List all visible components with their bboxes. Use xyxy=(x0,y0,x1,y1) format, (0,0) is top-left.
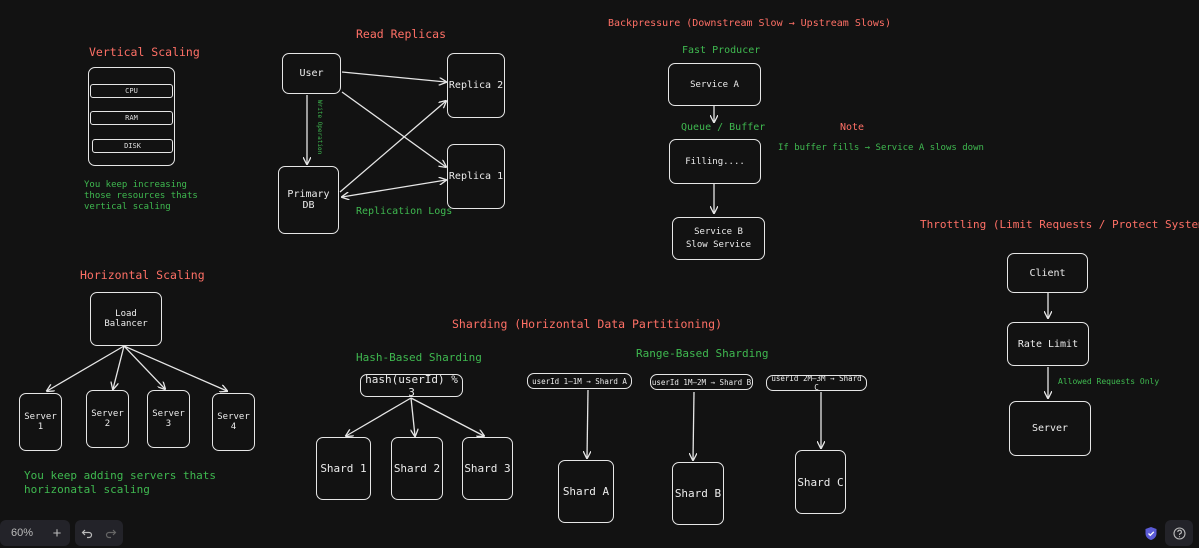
service-b-box[interactable]: Service B Slow Service xyxy=(672,217,765,260)
undo-icon xyxy=(81,529,93,539)
replica-2-box[interactable]: Replica 2 xyxy=(447,53,505,118)
hash-to-shard2-arrow xyxy=(411,397,415,436)
note-title: Note xyxy=(840,122,865,133)
shard-b-box[interactable]: Shard B xyxy=(672,462,724,525)
shard-3-box[interactable]: Shard 3 xyxy=(462,437,513,500)
queue-buffer-label: Queue / Buffer xyxy=(681,122,766,133)
hash-function-box[interactable]: hash(userId) % 3 xyxy=(360,373,463,399)
horizontal-scaling-title: Horizontal Scaling xyxy=(80,268,205,282)
backpressure-title: Backpressure (Downstream Slow → Upstream… xyxy=(608,18,891,29)
disk-block[interactable]: DISK xyxy=(92,139,173,153)
server-1-box[interactable]: Server 1 xyxy=(19,393,62,451)
help-button[interactable] xyxy=(1165,520,1193,546)
zoom-controls: 60% + xyxy=(0,520,70,546)
rangeB-to-shardB-arrow xyxy=(693,391,694,460)
lb-to-server4-arrow xyxy=(123,345,227,391)
shard-c-box[interactable]: Shard C xyxy=(795,450,846,514)
server-stack-box[interactable] xyxy=(88,67,175,166)
shard-1-box[interactable]: Shard 1 xyxy=(316,437,371,500)
history-controls xyxy=(75,520,123,546)
service-a-box[interactable]: Service A xyxy=(668,63,761,106)
redo-button[interactable] xyxy=(99,520,123,546)
throttling-title: Throttling (Limit Requests / Protect Sys… xyxy=(920,218,1199,231)
help-icon xyxy=(1172,526,1186,540)
load-balancer-box[interactable]: Load Balancer xyxy=(90,292,162,346)
hash-sharding-title: Hash-Based Sharding xyxy=(356,351,482,364)
lb-to-server3-arrow xyxy=(123,345,165,389)
shield-badge[interactable] xyxy=(1137,520,1165,546)
allowed-requests-label: Allowed Requests Only xyxy=(1058,377,1160,386)
rate-limit-box[interactable]: Rate Limit xyxy=(1007,322,1089,366)
primary-replica1-logs-arrow xyxy=(342,180,446,197)
rangeA-to-shardA-arrow xyxy=(587,389,588,458)
horizontal-scaling-note: You keep adding servers thats horizonata… xyxy=(24,469,217,496)
range-c-box[interactable]: userId 2M–3M → Shard C xyxy=(766,374,867,392)
range-a-box[interactable]: userId 1–1M → Shard A xyxy=(527,373,632,389)
range-sharding-title: Range-Based Sharding xyxy=(636,347,769,360)
range-b-box[interactable]: userId 1M–2M → Shard B xyxy=(650,374,753,390)
read-replicas-title: Read Replicas xyxy=(356,27,447,41)
server-2-box[interactable]: Server 2 xyxy=(86,390,129,448)
lb-to-server1-arrow xyxy=(47,345,125,391)
replica-1-box[interactable]: Replica 1 xyxy=(447,144,505,209)
zoom-level[interactable]: 60% xyxy=(10,527,34,539)
shard-a-box[interactable]: Shard A xyxy=(558,460,614,523)
client-box[interactable]: Client xyxy=(1007,253,1088,293)
server-3-box[interactable]: Server 3 xyxy=(147,390,190,448)
hash-to-shard1-arrow xyxy=(346,397,412,436)
undo-button[interactable] xyxy=(75,520,99,546)
sharding-title: Sharding (Horizontal Data Partitioning) xyxy=(452,317,723,331)
vertical-scaling-note: You keep increasing those resources that… xyxy=(84,180,198,212)
primary-db-box[interactable]: Primary DB xyxy=(278,166,339,234)
zoom-in-button[interactable]: + xyxy=(52,524,62,542)
note-text: If buffer fills → Service A slows down xyxy=(778,143,984,153)
ram-block[interactable]: RAM xyxy=(90,111,173,125)
redo-icon xyxy=(105,529,117,539)
vertical-scaling-title: Vertical Scaling xyxy=(89,45,200,59)
hash-to-shard3-arrow xyxy=(410,397,484,436)
user-box[interactable]: User xyxy=(282,53,341,94)
shield-icon xyxy=(1145,526,1157,540)
shard-2-box[interactable]: Shard 2 xyxy=(391,437,443,500)
user-to-replica2-arrow xyxy=(341,71,446,82)
replication-logs-label: Replication Logs xyxy=(356,206,453,217)
user-to-replica1-arrow xyxy=(341,91,446,167)
service-b-name: Service B xyxy=(694,227,743,237)
service-b-desc: Slow Service xyxy=(685,240,752,250)
cpu-block[interactable]: CPU xyxy=(90,84,173,98)
server-box[interactable]: Server xyxy=(1009,401,1091,456)
server-4-box[interactable]: Server 4 xyxy=(212,393,255,451)
write-operation-label: Write Operation xyxy=(316,100,323,155)
fast-producer-label: Fast Producer xyxy=(682,45,761,56)
lb-to-server2-arrow xyxy=(113,345,125,389)
queue-buffer-box[interactable]: Filling.... xyxy=(669,139,761,184)
primary-to-replica2-arrow xyxy=(339,101,446,193)
